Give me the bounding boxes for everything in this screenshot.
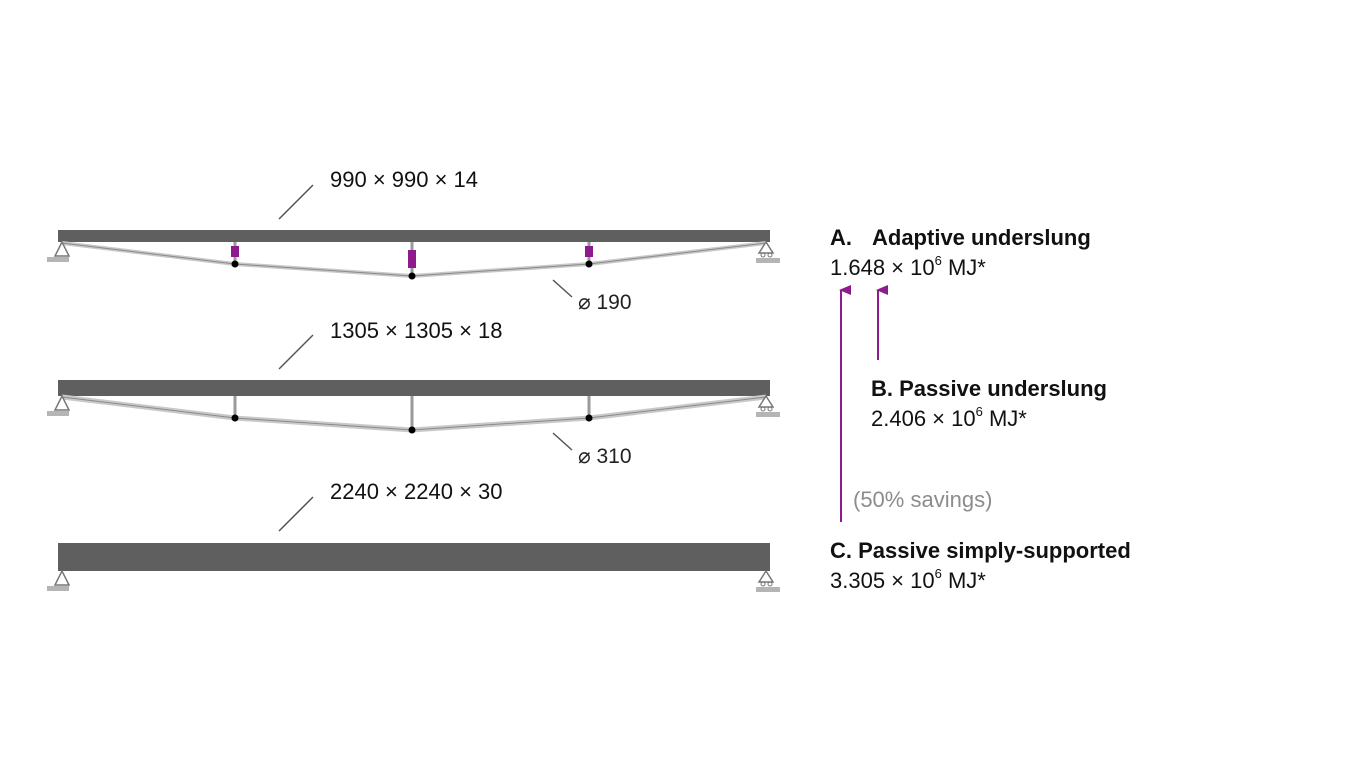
roller-support-c — [756, 569, 780, 592]
leader-section-b — [278, 334, 314, 370]
option-c-title: C. Passive simply-supported — [830, 538, 1131, 564]
actuator-a-mid — [408, 250, 416, 268]
option-c-energy-unit: MJ* — [941, 568, 986, 593]
node-a-mid — [408, 272, 416, 280]
roller-support-b — [756, 394, 780, 417]
option-c-energy-exp: 6 — [934, 566, 942, 581]
beam-b-group — [47, 334, 780, 451]
savings-note: (50% savings) — [853, 487, 993, 512]
node-b-right — [585, 414, 593, 422]
beam-c — [58, 543, 770, 571]
actuator-a-right — [585, 246, 593, 257]
section-label-a: 990 × 990 × 14 — [330, 167, 479, 192]
option-b-energy-exp: 6 — [975, 404, 983, 419]
cable-diameter-label-b: ⌀ 310 — [578, 445, 632, 468]
option-a-title: A. Adaptive underslung — [830, 225, 1091, 251]
option-c-energy: 3.305 × 106 MJ* — [830, 566, 986, 594]
option-b-title: B. Passive underslung — [871, 376, 1107, 402]
cable-b — [61, 394, 767, 433]
beam-c-group — [47, 496, 780, 592]
beam-a — [58, 230, 770, 242]
cable-diameter-label-a: ⌀ 190 — [578, 291, 632, 314]
option-c-name: Passive simply-supported — [858, 538, 1131, 563]
option-b-name: Passive underslung — [899, 376, 1107, 401]
option-b-energy-prefix: 2.406 × 10 — [871, 406, 976, 431]
leader-section-a — [278, 184, 314, 220]
node-b-left — [231, 414, 239, 422]
leader-cable-b — [552, 432, 573, 451]
node-b-mid — [408, 426, 416, 434]
option-a-name: Adaptive underslung — [872, 225, 1091, 250]
beam-b — [58, 380, 770, 396]
option-a-energy-unit: MJ* — [941, 255, 986, 280]
option-b-energy-unit: MJ* — [982, 406, 1027, 431]
node-a-left — [231, 260, 239, 268]
option-b-letter: B. — [871, 376, 893, 401]
option-c-letter: C. — [830, 538, 852, 563]
option-a-energy-exp: 6 — [934, 253, 942, 268]
option-c-energy-prefix: 3.305 × 10 — [830, 568, 935, 593]
leader-cable-a — [552, 279, 573, 298]
section-label-c: 2240 × 2240 × 30 — [330, 479, 503, 504]
leader-section-c — [278, 496, 314, 532]
beam-a-group — [47, 184, 780, 298]
node-a-right — [585, 260, 593, 268]
actuator-a-left — [231, 246, 239, 257]
roller-support-a — [756, 240, 780, 263]
section-label-b: 1305 × 1305 × 18 — [330, 318, 503, 343]
option-a-energy-prefix: 1.648 × 10 — [830, 255, 935, 280]
option-a-energy: 1.648 × 106 MJ* — [830, 253, 986, 281]
pin-support-c — [47, 569, 71, 591]
pin-support-b — [47, 394, 71, 416]
option-a-letter: A. — [830, 225, 852, 250]
pin-support-a — [47, 240, 71, 262]
option-b-energy: 2.406 × 106 MJ* — [871, 404, 1027, 432]
